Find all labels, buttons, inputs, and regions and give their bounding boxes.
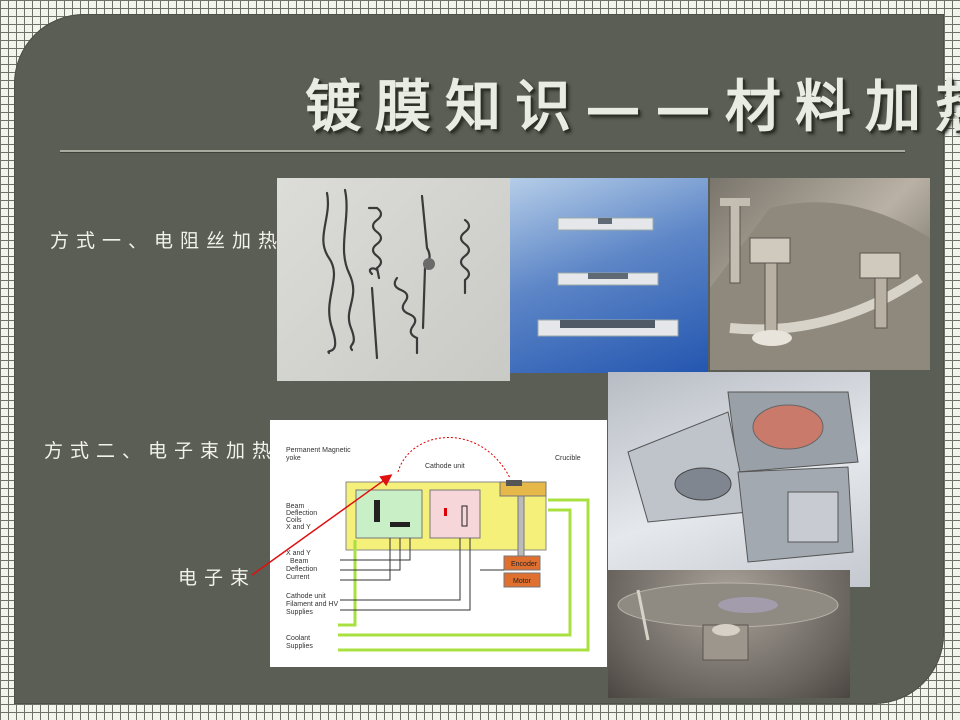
method1-label: 方式一、电阻丝加热 [50,230,285,252]
supplies-label-3: Supplies [286,609,313,616]
electrode-photo [710,178,930,370]
supplies-label-2: Filament and HV [286,601,338,608]
encoder-label: Encoder [511,561,538,568]
cathode-label: Cathode unit [425,463,465,470]
current-label-4: Current [286,574,309,581]
yoke-label-1: Permanent Magnetic [286,447,351,454]
title-divider [60,150,905,153]
crucible-label: Crucible [555,455,581,462]
ebeam-label: 电子束 [178,567,257,589]
coils-label-1: Beam [286,503,304,510]
evaporation-boat-photo [510,178,708,373]
method2-label: 方式二、电子束加热 [44,440,279,462]
electron-gun-photo [608,372,870,587]
motor-label: Motor [513,578,532,585]
coils-label-3: Coils [286,517,302,524]
resistance-wire-photo [277,178,510,381]
current-label-3: Deflection [286,566,317,573]
slide-title: 镀膜知识——材料加热 [305,74,960,140]
chamber-photo [608,570,850,698]
current-label-1: X and Y [286,550,311,557]
coils-label-2: Deflection [286,510,317,517]
supplies-label-1: Cathode unit [286,593,326,600]
current-label-2: Beam [290,558,308,565]
coils-label-4: X and Y [286,524,311,531]
ebeam-schematic: Encoder Motor Permanent Magnetic yoke Ca… [270,420,607,667]
coolant-label-1: Coolant [286,635,310,642]
coolant-label-2: Supplies [286,643,313,650]
yoke-label-2: yoke [286,455,301,462]
